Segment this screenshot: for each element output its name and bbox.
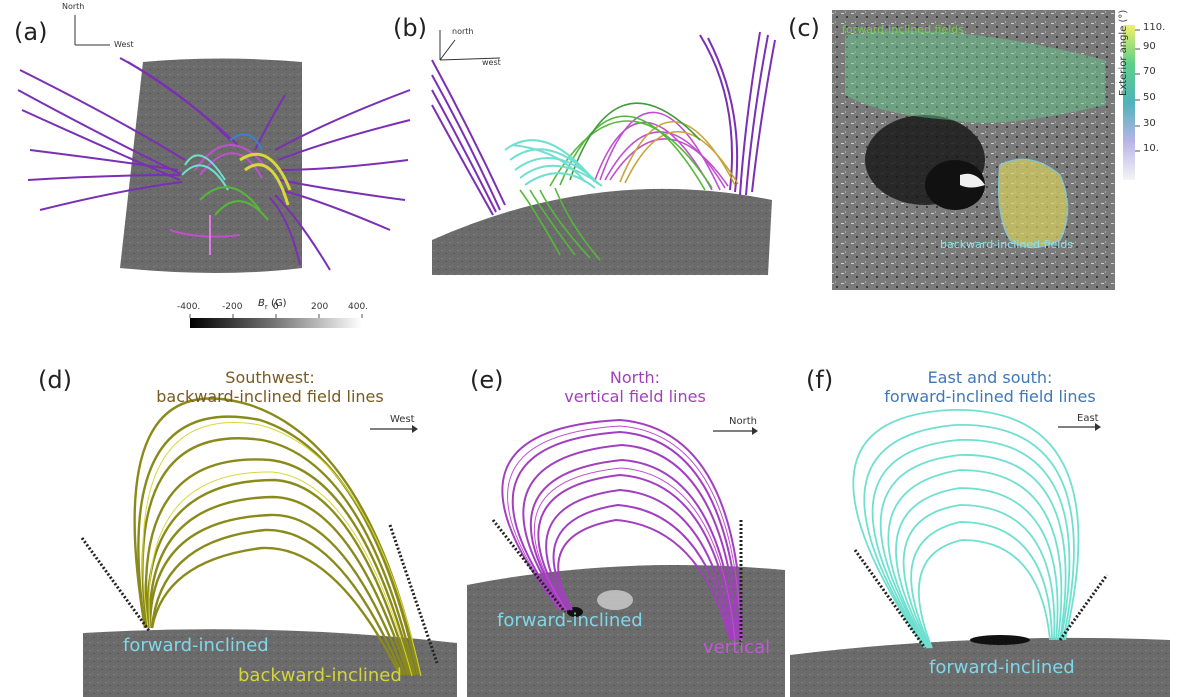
panel-f-forward-dashed-line-left [853, 549, 927, 649]
panel-c-label: (c) [788, 14, 820, 42]
panel-d-label: (d) [38, 366, 72, 394]
panel-d-arrow-label: West [390, 414, 415, 425]
panel-d-forward-dashed-line [80, 537, 152, 633]
panel-c-forward-region [845, 30, 1105, 123]
panel-a-colorbar [190, 318, 362, 328]
panel-c-colorbar-title: Exterior angle (°) [1118, 9, 1129, 96]
panel-f-title: East and south: forward-inclined field l… [870, 368, 1110, 406]
panel-e-label: (e) [470, 366, 504, 394]
panel-e-arrow-label: North [729, 416, 757, 427]
panel-a-surface [120, 58, 302, 273]
panel-c-forward-label: forward-inclined fields [842, 23, 965, 36]
panel-f-title-line2: forward-inclined field lines [884, 387, 1096, 406]
panel-f-label: (f) [806, 366, 834, 394]
panel-b-compass [439, 30, 501, 61]
panel-e-title-line1: North: [609, 368, 661, 387]
panel-d-annot-backward: backward-inclined [238, 665, 402, 686]
panel-d-title-line2: backward-inclined field lines [156, 387, 384, 406]
panel-a-colorbar-tick: 0 [273, 302, 279, 312]
panel-a-colorbar-tick: -400. [177, 302, 201, 312]
panel-e-title: North: vertical field lines [560, 368, 710, 406]
panel-a-compass-west: West [114, 40, 134, 49]
panel-a-label: (a) [14, 18, 48, 46]
panel-f-graphic [790, 409, 1170, 697]
panel-f-annot-forward: forward-inclined [929, 657, 1075, 678]
panel-f-title-line1: East and south: [927, 368, 1053, 387]
panel-c-backward-region [998, 158, 1069, 249]
panel-c-backward-label: backward-inclined fields [940, 238, 1074, 251]
panel-d-title-line1: Southwest: [225, 368, 315, 387]
panel-c-colorbar-tick: 70 [1143, 66, 1156, 77]
panel-b-compass-west: west [482, 58, 501, 67]
panel-d-backward-dashed-line [388, 524, 439, 664]
panel-a-graphic [17, 15, 411, 328]
panel-e-annot-vertical: vertical [703, 637, 771, 658]
panel-b-label: (b) [393, 14, 427, 42]
panel-a-colorbar-tick: -200 [222, 302, 243, 312]
panel-c-colorbar [1123, 25, 1135, 180]
panel-a-colorbar-title: Br (G) [258, 298, 287, 311]
panel-f-surface [790, 637, 1170, 697]
panel-e-annot-forward: forward-inclined [497, 610, 643, 631]
panel-d-surface [83, 629, 457, 697]
panel-e-surface [467, 565, 785, 697]
panel-f-arrow-label: East [1077, 413, 1099, 424]
panel-a-compass [74, 15, 110, 46]
panel-c-colorbar-tick: 10. [1143, 143, 1159, 154]
panel-b-compass-north: north [452, 27, 474, 36]
panel-c-colorbar-tick: 90 [1143, 41, 1156, 52]
panel-c-graphic [832, 10, 1140, 290]
panel-a-compass-north: North [62, 2, 85, 11]
panel-c-colorbar-tick: 30 [1143, 118, 1156, 129]
panel-d-title: Southwest: backward-inclined field lines [120, 368, 420, 406]
panel-a-colorbar-tick: 400. [348, 302, 369, 312]
panel-f-forward-dashed-line-right [1058, 574, 1109, 641]
panel-e-title-line2: vertical field lines [564, 387, 706, 406]
panel-c-colorbar-tick: 50 [1143, 92, 1156, 103]
panel-d-graphic [80, 397, 457, 697]
panel-c-colorbar-tick: 110. [1143, 22, 1166, 33]
panel-d-annot-forward: forward-inclined [123, 635, 269, 656]
panel-e-graphic [467, 418, 785, 697]
panel-a-colorbar-tick: 200 [311, 302, 329, 312]
panel-e-forward-dashed-line [491, 519, 567, 613]
panel-b-surface [432, 188, 772, 275]
panel-b-graphic [431, 30, 776, 275]
